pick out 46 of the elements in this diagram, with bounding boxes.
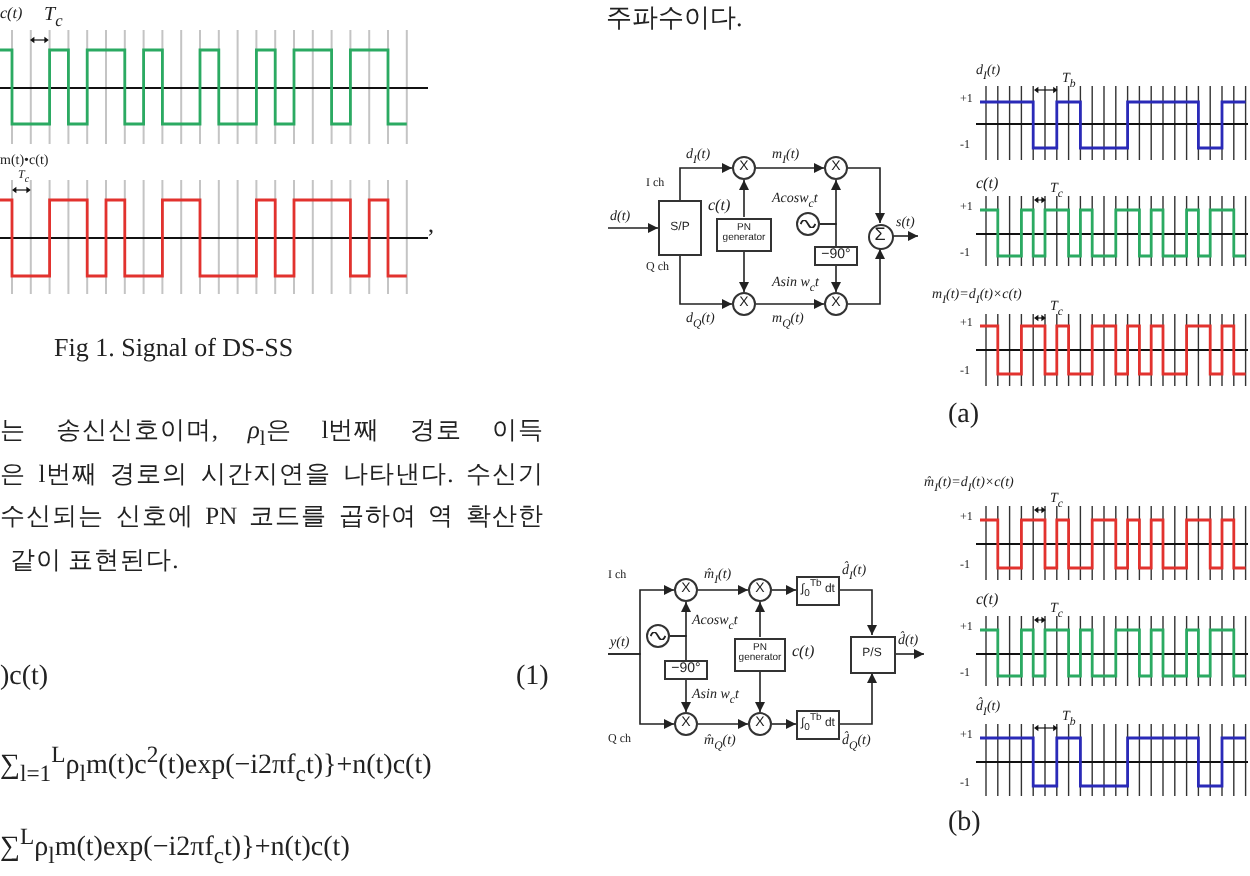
panel-label: (b)	[948, 808, 981, 841]
paragraph-text: 은 l번째 경로의 시간지연을 나타낸다. 수신기	[0, 460, 544, 489]
signal-label: c(t)	[792, 642, 815, 661]
arrow	[771, 719, 797, 729]
arrow	[755, 670, 765, 713]
arrow	[892, 231, 919, 241]
arrow	[831, 265, 841, 293]
punctuation-mark: ,	[428, 212, 434, 240]
arrow	[739, 250, 749, 293]
equation-number: (1)	[516, 662, 549, 695]
equation: )c(t)	[0, 662, 49, 695]
equation: ∑$^{L}$ρ$_{l}$m(t)exp(−i2πf$_{c}$t)}+n(t)c(t)	[0, 824, 350, 870]
signal-label: c(t)	[708, 196, 731, 215]
paragraph-text: 같이 표현된다.	[10, 546, 179, 575]
arrow	[839, 589, 877, 636]
arrow	[679, 163, 733, 201]
arrow	[755, 601, 765, 638]
oscillator-circle	[796, 212, 820, 236]
arrow	[681, 679, 691, 713]
paragraph-text: 는 송신신호이며, ρ$_{l}$은 l번째 경로 이득	[0, 416, 544, 453]
signal-label: c(t)	[0, 4, 23, 23]
arrow	[894, 649, 925, 659]
arrow	[847, 248, 885, 305]
arrow	[679, 255, 733, 309]
arrow	[739, 179, 749, 218]
oscillator-circle	[646, 624, 670, 648]
arrow	[839, 672, 877, 725]
connector-line	[669, 635, 687, 661]
arrow	[755, 299, 825, 309]
figure-caption: Fig 1. Signal of DS-SS	[54, 334, 294, 364]
symbol-label: T$_{c}$	[44, 4, 63, 32]
arrow	[607, 653, 675, 729]
arrow	[697, 585, 749, 595]
signal-label: c(t)	[976, 590, 999, 609]
arrow	[697, 719, 749, 729]
summer-circle: Σ	[867, 223, 893, 249]
arrow	[847, 167, 885, 224]
paragraph-text: 주파수이다.	[606, 4, 743, 34]
connector-line	[819, 223, 837, 247]
signal-label: c(t)	[976, 174, 999, 193]
panel-label: (a)	[948, 400, 980, 433]
arrow	[771, 585, 797, 595]
arrow	[755, 163, 825, 173]
equation: ∑$_{l=1}$$^{L}$ρ$_{l}$m(t)c$^{2}$(t)exp(−i2πf$_{c}$t)}+n(t)c(t)	[0, 742, 432, 788]
paragraph-text: 수신되는 신호에 PN 코드를 곱하여 역 확산한	[0, 502, 544, 531]
arrow	[607, 223, 659, 233]
